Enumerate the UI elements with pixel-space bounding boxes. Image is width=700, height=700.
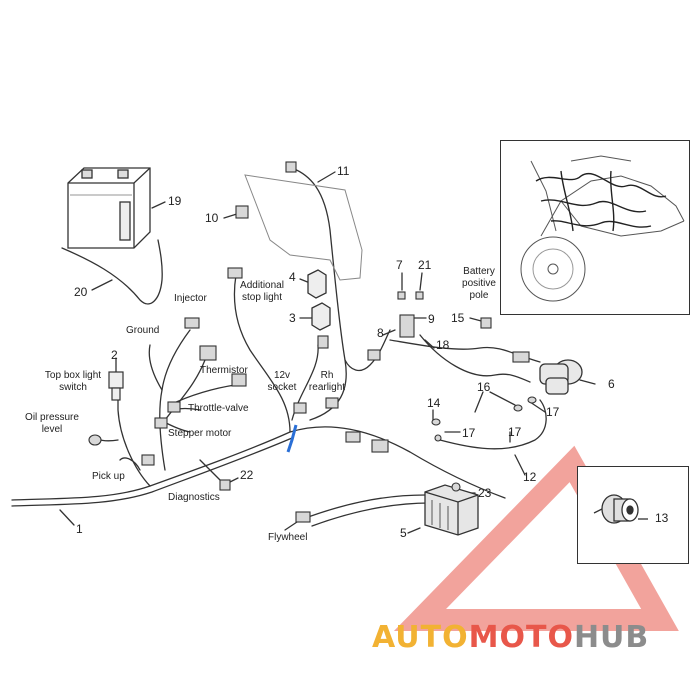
callout-17-c: 17 [508, 425, 522, 439]
label-flywheel: Flywheel [268, 532, 308, 543]
motorcycle-location-inset [500, 140, 690, 315]
label-throttle-valve: Throttle-valve [188, 403, 249, 414]
callout-13: 13 [655, 511, 669, 525]
label-rh-rearlight: Rh rearlight [308, 370, 346, 393]
label-pick-up: Pick up [92, 471, 125, 482]
callout-1: 1 [76, 522, 83, 536]
callout-5: 5 [400, 526, 407, 540]
motorcycle-sketch [520, 155, 685, 302]
callout-19: 19 [168, 194, 182, 208]
watermark-hub: HUB [573, 620, 650, 655]
callout-9: 9 [428, 312, 435, 326]
callout-3: 3 [289, 311, 296, 325]
callout-8: 8 [377, 326, 384, 340]
main-harness [11, 426, 506, 501]
label-ground: Ground [126, 325, 160, 336]
label-diagnostics: Diagnostics [168, 492, 220, 503]
label-injector: Injector [174, 293, 207, 304]
callout-10: 10 [205, 211, 219, 225]
callout-15: 15 [451, 311, 465, 325]
relay-4 [307, 269, 327, 299]
callout-16: 16 [477, 380, 491, 394]
label-12v-socket: 12v socket [267, 370, 297, 393]
socket-13-drawing [593, 494, 648, 524]
callout-17-b: 17 [546, 405, 560, 419]
callout-20: 20 [74, 285, 88, 299]
callout-7: 7 [396, 258, 403, 272]
watermark-moto: MOTO [468, 620, 574, 655]
callout-18: 18 [436, 338, 450, 352]
callout-6: 6 [608, 377, 615, 391]
ignition-coil [539, 359, 583, 395]
callout-23: 23 [478, 486, 492, 500]
label-additional-stop-light: Additional stop light [240, 280, 284, 303]
label-stepper-motor: Stepper motor [168, 428, 232, 439]
label-thermistor: Thermistor [200, 365, 248, 376]
label-top-box-light-switch: Top box light switch [44, 370, 102, 393]
label-battery-positive-pole: Battery positive pole [462, 266, 496, 301]
watermark-auto: AUTO [372, 620, 469, 655]
label-oil-pressure-level: Oil pressure level [25, 412, 79, 435]
socket-detail-inset [577, 466, 689, 564]
callout-21: 21 [418, 258, 432, 272]
relay-3 [311, 302, 331, 331]
battery [67, 167, 151, 249]
callout-12: 12 [523, 470, 537, 484]
callout-4: 4 [289, 270, 296, 284]
callout-2: 2 [111, 348, 118, 362]
callout-17-a: 17 [462, 426, 476, 440]
callout-14: 14 [427, 396, 441, 410]
callout-11: 11 [337, 164, 350, 178]
voltage-regulator [424, 484, 479, 536]
watermark-logo: AUTOMOTOHUB [372, 620, 692, 656]
callout-22: 22 [240, 468, 254, 482]
